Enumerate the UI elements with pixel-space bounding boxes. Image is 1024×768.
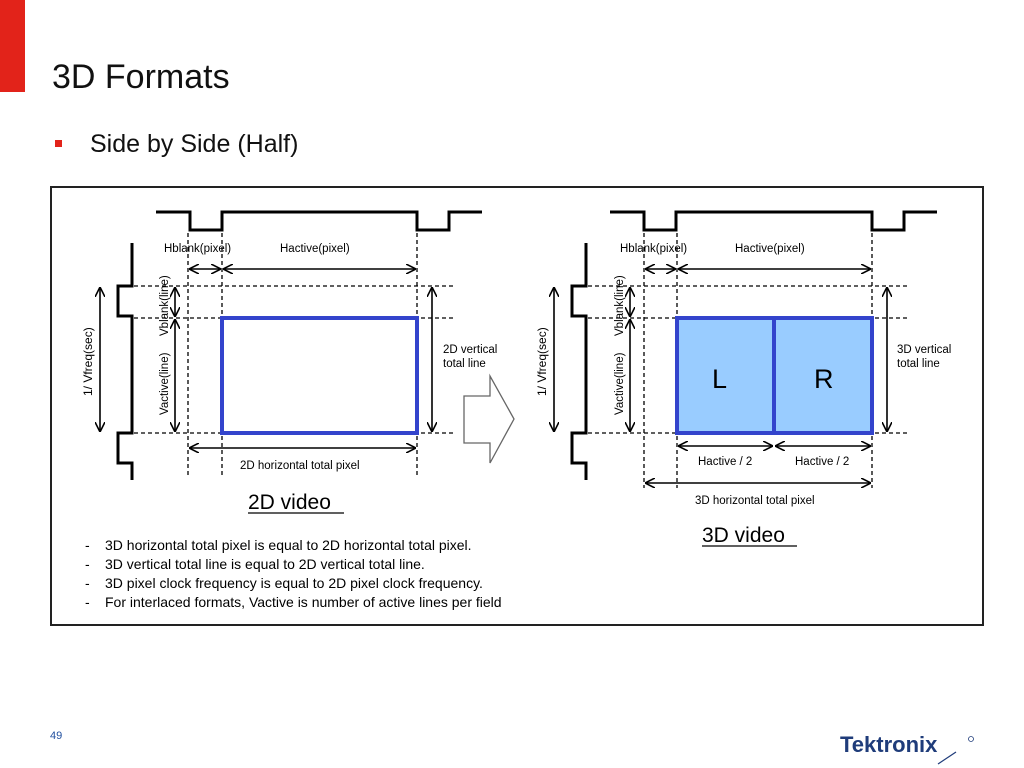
- note-item: 3D pixel clock frequency is equal to 2D …: [105, 575, 483, 591]
- tektronix-logo: Tektronix: [840, 732, 974, 765]
- htotal-label: 2D horizontal total pixel: [240, 460, 360, 472]
- vsync-waveform: [116, 243, 134, 480]
- active-area-2d: [220, 316, 419, 435]
- note-item: For interlaced formats, Vactive is numbe…: [105, 594, 502, 610]
- registered-mark-icon: [968, 736, 974, 742]
- hsync-waveform: [156, 210, 482, 232]
- hblank-label: Hblank(pixel): [164, 243, 231, 255]
- bullet-marker: [55, 140, 62, 147]
- vfreq-label: 1/ Vfreq(sec): [81, 327, 95, 396]
- note-dash: -: [85, 594, 90, 610]
- vtotal-label-line2: total line: [897, 358, 940, 370]
- right-view-label: R: [814, 364, 834, 394]
- vtotal-label-line2: total line: [443, 358, 486, 370]
- bullet-text: Side by Side (Half): [90, 130, 299, 158]
- diagram-2d: Hblank(pixel) Hactive(pixel) Vblank(line…: [81, 210, 497, 514]
- half-left-label: Hactive / 2: [698, 456, 752, 468]
- hsync-waveform: [610, 210, 937, 232]
- diagram-3d: L R Hblank(pixel) Hactive(pixel) Vblank(…: [535, 210, 951, 547]
- figure-box: Hblank(pixel) Hactive(pixel) Vblank(line…: [50, 186, 984, 626]
- vblank-label: Vblank(line): [614, 275, 626, 336]
- hactive-label: Hactive(pixel): [735, 243, 805, 255]
- slide-title: 3D Formats: [52, 58, 230, 96]
- vsync-waveform: [570, 243, 588, 480]
- vtotal-label-line1: 3D vertical: [897, 344, 951, 356]
- note-item: 3D horizontal total pixel is equal to 2D…: [105, 537, 472, 553]
- vfreq-label: 1/ Vfreq(sec): [535, 327, 549, 396]
- note-dash: -: [85, 575, 90, 591]
- note-item: 3D vertical total line is equal to 2D ve…: [105, 556, 425, 572]
- notes-list: - 3D horizontal total pixel is equal to …: [85, 537, 502, 610]
- left-view-label: L: [712, 364, 727, 394]
- transform-arrow-icon: [463, 373, 515, 464]
- vactive-label: Vactive(line): [159, 352, 171, 415]
- htotal-label: 3D horizontal total pixel: [695, 495, 815, 507]
- vblank-label: Vblank(line): [159, 275, 171, 336]
- note-dash: -: [85, 556, 90, 572]
- accent-bar: [0, 0, 25, 92]
- hblank-label: Hblank(pixel): [620, 243, 687, 255]
- note-dash: -: [85, 537, 90, 553]
- diagram-svg: Hblank(pixel) Hactive(pixel) Vblank(line…: [81, 210, 951, 610]
- logo-text: Tektronix: [840, 732, 938, 757]
- hactive-label: Hactive(pixel): [280, 243, 350, 255]
- vactive-label: Vactive(line): [614, 352, 626, 415]
- logo-slash-icon: [937, 751, 957, 765]
- vtotal-label-line1: 2D vertical: [443, 344, 497, 356]
- caption-3d: 3D video: [702, 524, 785, 547]
- half-right-label: Hactive / 2: [795, 456, 849, 468]
- caption-2d: 2D video: [248, 491, 331, 514]
- page-number: 49: [50, 730, 63, 742]
